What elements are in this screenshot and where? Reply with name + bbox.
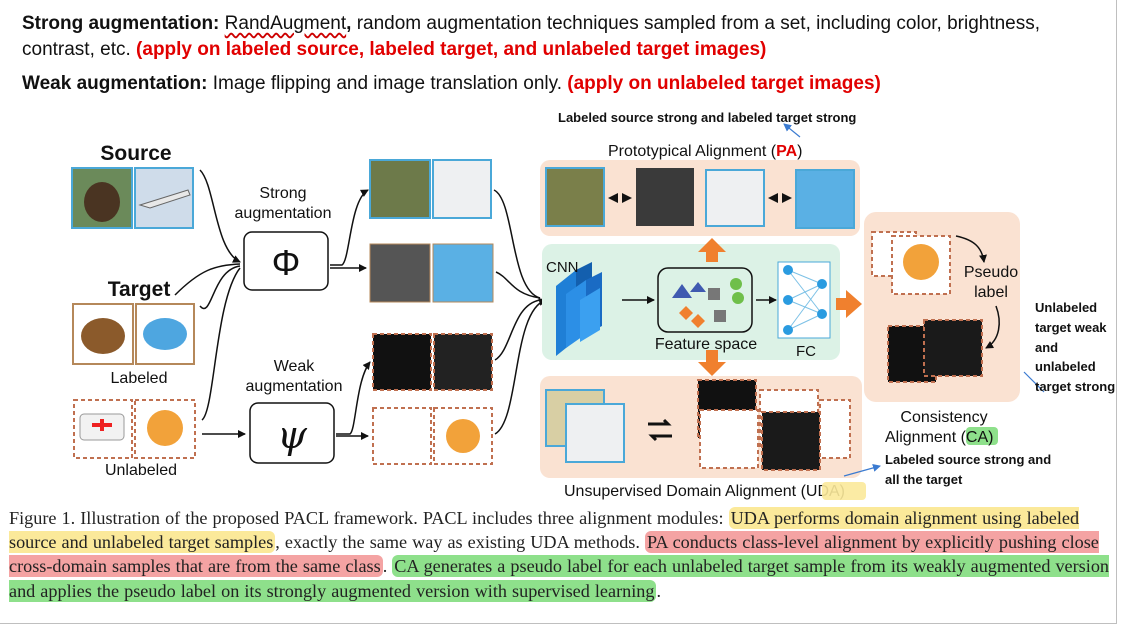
pa-panel	[540, 160, 860, 236]
caption-text-2: , exactly the same way as existing UDA m…	[275, 532, 645, 553]
randaugment-link[interactable]: RandAugment	[224, 13, 347, 34]
weak-aug-label: Weak augmentation:	[22, 73, 208, 94]
psi-symbol: ψ	[277, 413, 308, 457]
pa-note: Labeled source strong and labeled target…	[558, 110, 856, 125]
strong-aug-label: Strong augmentation:	[22, 13, 220, 34]
pseudo-label-1: Pseudo	[964, 264, 1018, 281]
cat-icon	[147, 410, 183, 446]
pacl-diagram: Source Target Labeled Unlabeled Strong a…	[71, 110, 1115, 500]
strong-source-images	[369, 159, 492, 219]
bear-icon	[84, 182, 120, 222]
swap-arrows	[648, 418, 672, 442]
right-arrow	[836, 290, 862, 318]
fc-label: FC	[796, 343, 816, 360]
cartoon-plane-icon	[143, 318, 187, 350]
labeled-label: Labeled	[111, 370, 168, 387]
weak-aug-apply: (apply on unlabeled target images)	[567, 73, 881, 94]
plane-icon	[138, 189, 191, 209]
strong-aug-line-2: contrast, etc. (apply on labeled source,…	[22, 37, 766, 63]
strong-aug-box	[243, 231, 329, 291]
caption-text-4: .	[656, 580, 662, 601]
pa-title: Prototypical Alignment (PA)	[608, 143, 802, 160]
ca-note: Unlabeled target weak and unlabeled targ…	[1035, 300, 1115, 394]
source-images	[71, 167, 194, 229]
weak-aug-title-1: Weak	[274, 358, 316, 375]
cnn-label: CNN	[546, 259, 579, 276]
pa-abbr: PA	[776, 143, 797, 160]
ca-title-1: Consistency	[900, 409, 987, 426]
unlabeled-target-images	[73, 399, 196, 459]
target-label: Target	[108, 278, 171, 301]
strong-target-images	[369, 243, 494, 303]
down-arrow	[698, 350, 726, 376]
up-arrow	[698, 238, 726, 262]
strong-aug-title-1: Strong	[259, 185, 306, 202]
cartoon-bear-icon	[81, 318, 125, 354]
strong-comma: ,	[346, 13, 352, 34]
caption-intro: Figure 1. Illustration of the proposed P…	[9, 508, 729, 528]
strong-aug-line: Strong augmentation: RandAugment, random…	[22, 11, 1040, 37]
ca-abbr: CA	[966, 429, 989, 446]
feature-space-label: Feature space	[655, 336, 757, 353]
labeled-target-images	[72, 303, 195, 365]
weak-aug-line: Weak augmentation: Image flipping and im…	[22, 71, 881, 97]
figure-caption: Figure 1. Illustration of the proposed P…	[9, 506, 1110, 603]
weak-aug-title-2: augmentation	[246, 378, 343, 395]
source-label: Source	[100, 142, 171, 165]
pull-arrows-left	[608, 193, 632, 203]
strong-aug-title-2: augmentation	[235, 205, 332, 222]
cnn-icon	[556, 262, 602, 356]
uda-note: Labeled source strong and all the target	[885, 452, 1055, 487]
pull-arrows-right	[768, 193, 792, 203]
uda-title: Unsupervised Domain Alignment (UDA)	[564, 483, 845, 500]
ca-title-2: Alignment (CA)	[885, 429, 993, 446]
weak-aug-text: Image flipping and image translation onl…	[207, 73, 568, 94]
strong-aug-text: random augmentation techniques sampled f…	[351, 13, 1041, 34]
unlabeled-aug-images	[372, 333, 493, 465]
phi-symbol: Φ	[272, 242, 301, 283]
caption-text-3: .	[382, 556, 393, 577]
pseudo-label-2: label	[974, 284, 1008, 301]
feature-space-box	[657, 267, 753, 333]
weak-aug-box	[249, 402, 335, 464]
strong-aug-apply: (apply on labeled source, labeled target…	[136, 39, 767, 60]
unlabeled-label: Unlabeled	[105, 462, 177, 479]
strong-aug-text-2: contrast, etc.	[22, 39, 137, 60]
